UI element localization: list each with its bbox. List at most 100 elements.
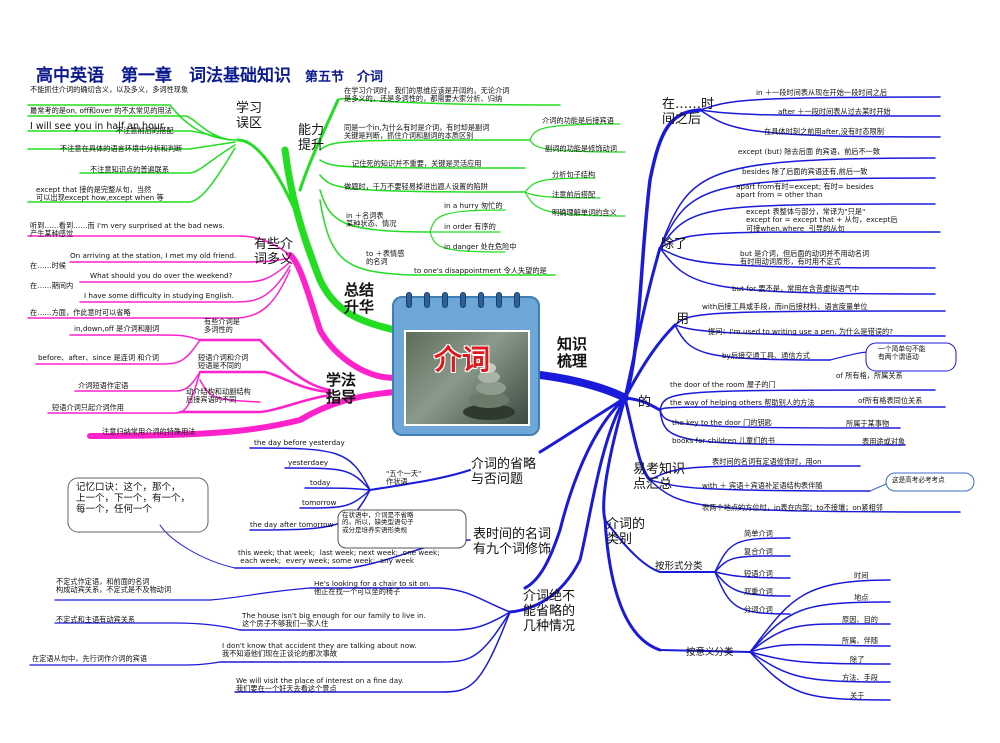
omission-day: the day before yesterday [254, 438, 345, 447]
ability-in-c: in danger 处在危险中 [444, 242, 517, 251]
guide-g2-c: 短语介词只起介词作用 [52, 403, 124, 412]
polysemy-s3-note: 在……期间内 [30, 281, 74, 290]
exam-callout-box [885, 472, 975, 492]
polysemy-s4: I have some difficulty in studying Engli… [84, 291, 234, 300]
category-meaning: 除了 [850, 655, 865, 664]
cannot-omit-c2-note: 不定式和主语有动宾关系 [56, 615, 136, 624]
title-main: 高中英语 第一章 词法基础知识 [36, 66, 291, 86]
category-meaning: 关于 [850, 691, 865, 700]
green-trunk [281, 146, 399, 334]
cannot-omit-c4: We will visit the place of interest on a… [236, 676, 404, 694]
exam-point: 表时间的名词有定语修饰时，用on [712, 457, 822, 466]
binder-ring [406, 292, 412, 308]
polysemy-s2-note: 在……时候 [30, 261, 66, 270]
category-meaning: 所属、伴随 [842, 636, 878, 645]
knowledge-except: apart from有时=except; 有时= besides apart f… [736, 182, 874, 200]
error-item: 不注意前后的搭配 [116, 126, 174, 135]
knowledge-of-head: 的 [638, 395, 652, 410]
category-meaning: 原因、目的 [842, 615, 878, 624]
omission-note: 在状语中，介词是不省略 的。所以，缺类型语句子 或分是培养实语形类规 [342, 511, 414, 534]
polysemy-s3: What should you do over the weekend? [90, 271, 233, 280]
cannot-omit-c3-note: 在定语从句中，先行词作介词的宾语 [32, 654, 148, 663]
knowledge-use-head: 用 [676, 312, 690, 327]
categories-meaning-head: 按意义分类 [686, 647, 734, 658]
ability-in-b: in order 有序的 [444, 222, 496, 231]
omission-day: today [310, 478, 331, 487]
knowledge-use: by后接交通工具、通信方式 [722, 351, 810, 360]
omission-mnemonic: 记忆口诀：这个，那个， 上一个，下一个，有一个， 每一个，任何一个 [76, 482, 191, 515]
knowledge-in-after: after ＋一段时间表从过去某时开始 [778, 107, 891, 116]
omission-day: yesterdaey [288, 458, 329, 467]
exam-callout: 这是高考必考考点 [892, 476, 945, 484]
ability-dual: 同是一个in,为什么有时是介词，有时却是副词 关键是判断，抓住介词和副词的本质区… [344, 123, 490, 141]
knowledge-use: 提问：I'm used to writing use a pen. 为什么是错误… [708, 327, 893, 336]
exam-point: with ＋ 宾语＋宾语补足语结构表伴随 [702, 481, 823, 490]
guide-g2-b: 动介结构和动副结构 后接宾语的不同 [186, 387, 251, 405]
guide-g1-a: in,down,off 是介词和副词 [74, 324, 160, 333]
ability-traps: 做题时，千万不要轻易掉进出题人设置的陷阱 [344, 182, 488, 191]
category-meaning: 地点 [854, 593, 869, 602]
error-item: 最常考的是on, off和over 的不太常见的用法 [30, 106, 172, 115]
branch-cannot-omit: 介词绝不 能省略的 几种情况 [523, 589, 576, 634]
ability-intro: 在学习介词时，我们的思维应该是开阔的，无论介词 是多义的，还是多词性的，都需要大… [344, 86, 510, 104]
error-item: except that 接的是完整从句，当然 可以出现except how,ex… [36, 185, 164, 203]
guide-g1-b: before、after、since 是连词 和介词 [38, 353, 159, 362]
magenta-trunk-lower [87, 389, 398, 439]
branch-summary: 总结 升华 [344, 281, 375, 317]
ability-in-noun: in ＋名词表 某种状态、情况 [346, 211, 397, 229]
ability-memorize: 记住死的知识并不重要，关键是灵活应用 [352, 159, 482, 168]
ability-in-a: in a hurry 匆忙的 [444, 201, 503, 210]
error-item: 不注意知识点的普遍联系 [90, 165, 170, 174]
cannot-omit-c1-note: 不定式作定语，和前面的名词 构成动宾关系，不定式是不及物动词 [56, 577, 172, 595]
branch-polysemy: 有些介 词多义 [254, 237, 294, 267]
omission-weeks: this week; that week; last week; next we… [238, 548, 440, 566]
knowledge-of-note: of 所有格，所属关系 [836, 371, 903, 380]
blue-hub [536, 371, 629, 402]
magenta-trunk-upper [287, 252, 398, 381]
error-item: 不注意在具体的语言环境中分析和判断 [60, 144, 183, 153]
title-section: 第五节 介词 [305, 70, 384, 85]
branch-nine-words: 表时间的名词 有九个词修饰 [473, 527, 552, 557]
knowledge-in-after: in ＋一段时间表从现在开始一段时间之后 [756, 88, 888, 97]
knowledge-of: the way of helping others 帮助别人的方法 [670, 398, 815, 407]
categories-form-head: 按形式分类 [655, 561, 703, 572]
knowledge-of: the door of the room 屋子的门 [670, 380, 776, 389]
center-image: 介词 [404, 330, 530, 426]
category-form: 分词介词 [744, 605, 773, 614]
binder-ring [496, 292, 502, 308]
exam-point: 表两个地点的方位时，in表在内部；to不接壤；on紧相邻 [702, 503, 883, 512]
ability-to-emotion: to ＋表情感 的名词 [366, 249, 405, 267]
branch-learn-errors: 学习 误区 [236, 101, 263, 131]
ability-dual-b: 副词的功能是修饰动词 [545, 144, 617, 153]
ability-dual-a: 介词的功能是后接宾语 [542, 116, 614, 125]
polysemy-s5: 在……方面，作此意时可以省略 [30, 308, 131, 317]
category-meaning: 方法、手段 [842, 673, 878, 682]
mnemonic-box [67, 477, 209, 533]
binder-ring [442, 292, 448, 308]
error-item: I will see you in half an hour. [30, 121, 166, 132]
binder-ring [478, 292, 484, 308]
knowledge-of-note: 所属于某事物 [846, 419, 890, 428]
cannot-omit-c1: He's looking for a chair to sit on. 他正在找… [314, 579, 431, 597]
knowledge-of: books for children 儿童们的书 [672, 436, 775, 445]
knowledge-of: the key to the door 门的钥匙 [672, 418, 772, 427]
category-form: 简单介词 [744, 529, 773, 538]
knowledge-of-note: 表用途或对象 [862, 437, 906, 446]
knowledge-use: with后接工具或手段，而in后接材料、语言度量单位 [702, 302, 868, 311]
ability-traps-b: 注意前后搭配 [552, 190, 596, 199]
stones-image [463, 363, 515, 420]
page-title: 高中英语 第一章 词法基础知识第五节 介词 [36, 61, 383, 86]
cannot-omit-c3: I don't know that accident they are talk… [222, 641, 417, 659]
binder-ring [514, 292, 520, 308]
knowledge-except: except (but) 除去后面 的宾语，前后不一致 [738, 147, 881, 156]
knowledge-in-after: 在具体时刻之前用after,没有时态限制 [764, 127, 884, 136]
cannot-omit-c2: The house isn't big enough for our famil… [242, 611, 426, 629]
polysemy-s1: 听到……看到……而 I'm very surprised at the bad … [30, 221, 225, 239]
binder-ring [460, 292, 466, 308]
polysemy-s2: On arriving at the station, I met my old… [70, 251, 237, 260]
center-label: 介词 [434, 343, 491, 376]
knowledge-except-head: 除了 [661, 237, 688, 252]
center-topic-card: 介词 [392, 292, 540, 436]
category-form: 复合介词 [744, 547, 773, 556]
